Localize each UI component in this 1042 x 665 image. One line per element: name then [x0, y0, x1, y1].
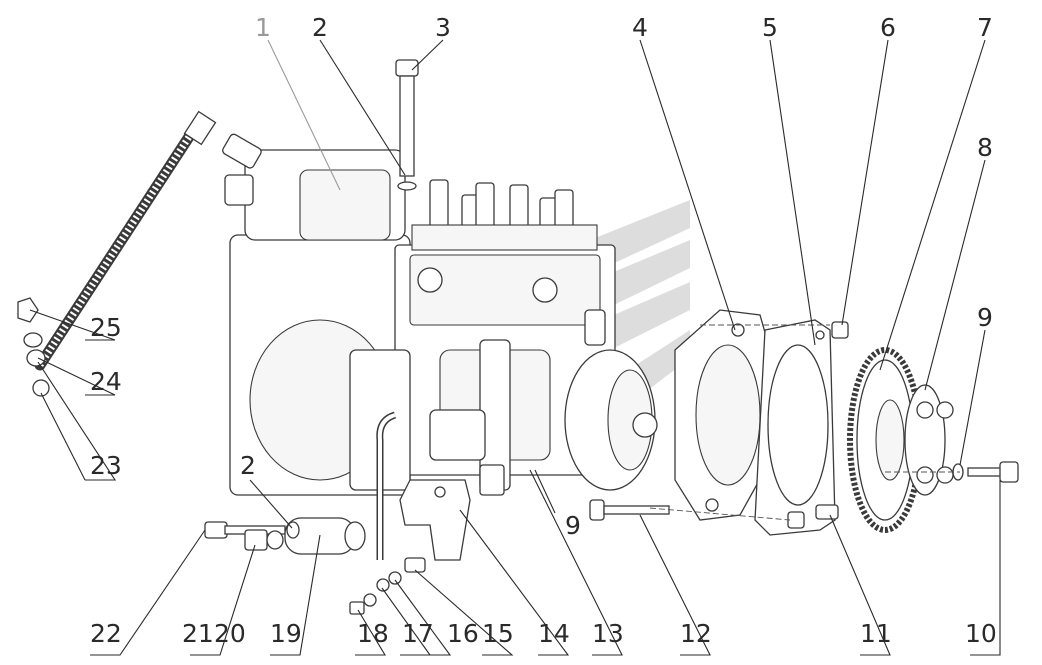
callout-13: 13: [592, 619, 624, 648]
callout-21: 21: [182, 619, 214, 648]
callout-22: 22: [90, 619, 122, 648]
callout-7: 7: [977, 13, 993, 42]
callout-24: 24: [90, 367, 122, 396]
adapter-plate-4: [674, 309, 771, 521]
callout-5: 5: [762, 13, 778, 42]
callout-4: 4: [632, 13, 648, 42]
bolt-10: [952, 461, 1019, 483]
callout-2-lower: 2: [240, 451, 256, 480]
callout-14: 14: [538, 619, 570, 648]
callout-3: 3: [435, 13, 451, 42]
callout-16: 16: [447, 619, 479, 648]
dowel-6: [831, 321, 849, 339]
callout-2: 2: [312, 13, 328, 42]
bolt-3: [395, 59, 419, 191]
callout-12: 12: [680, 619, 712, 648]
injection-pump-body: [222, 133, 658, 560]
spring-rod: [17, 110, 217, 397]
stud-12: [589, 499, 805, 529]
callout-6: 6: [880, 13, 896, 42]
callout-23: 23: [90, 451, 122, 480]
callout-15: 15: [482, 619, 514, 648]
callout-labels: 1 2 3 4 5 6 7 8 9 9 10 11 12 13 14 15 16…: [90, 13, 997, 648]
bolt-11: [815, 504, 839, 520]
callout-8: 8: [977, 133, 993, 162]
callout-1: 1: [255, 13, 271, 42]
callout-11: 11: [860, 619, 892, 648]
callout-20: 20: [214, 619, 246, 648]
gasket-5: [754, 319, 836, 536]
leader-lines: [29, 39, 1001, 656]
callout-9-left: 9: [565, 511, 581, 540]
callout-18: 18: [357, 619, 389, 648]
callout-17: 17: [402, 619, 434, 648]
bracket-14: [399, 479, 471, 561]
callout-10: 10: [965, 619, 997, 648]
callout-9-right: 9: [977, 303, 993, 332]
callout-19: 19: [270, 619, 302, 648]
hub-8: [904, 384, 954, 496]
callout-25: 25: [90, 313, 122, 342]
